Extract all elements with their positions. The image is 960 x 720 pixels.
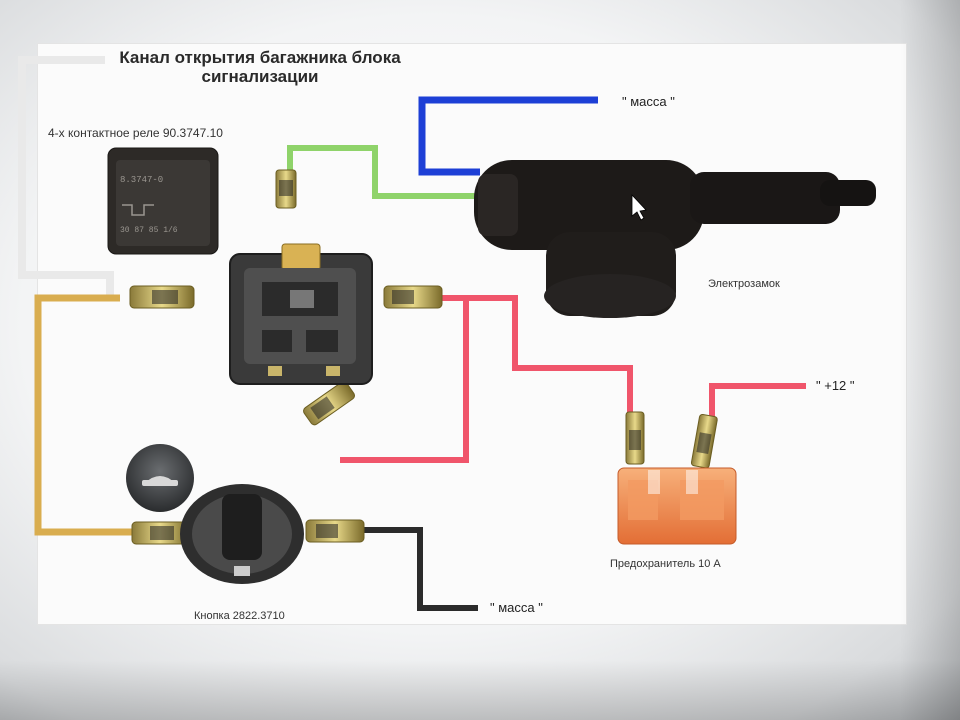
fuse-photo	[617, 467, 737, 545]
screen-edge-shadow-bottom	[0, 660, 960, 720]
fuse-label: Предохранитель 10 А	[610, 558, 721, 570]
button-label: Кнопка 2822.3710	[194, 610, 285, 622]
ground-label-top: " масса "	[622, 94, 675, 109]
diagram-title: Канал открытия багажника блока сигнализа…	[100, 48, 420, 86]
terminal-yellow-top	[129, 285, 195, 309]
terminal-green	[275, 169, 297, 209]
terminal-red-lower	[303, 381, 355, 426]
relay-socket	[229, 243, 373, 385]
diagram-title-line2: сигнализации	[201, 67, 319, 86]
terminal-fuse-left	[625, 411, 645, 465]
screen-edge-shadow-right	[900, 0, 960, 720]
terminal-red-relay	[383, 285, 443, 309]
red-wire-relay-to-fuse	[435, 295, 633, 415]
lock-label: Электрозамок	[708, 278, 780, 290]
terminal-black	[305, 519, 365, 543]
green-wire	[287, 145, 480, 199]
button-cap-photo	[126, 444, 194, 512]
yellow-wire	[34, 294, 140, 536]
red-wire-return	[340, 298, 469, 463]
ground-label-bottom: " масса "	[490, 600, 543, 615]
red-wire-plus12	[709, 383, 806, 420]
svg-text:8.3747-0: 8.3747-0	[120, 175, 163, 185]
svg-text:30 87 85 1/6: 30 87 85 1/6	[120, 226, 178, 235]
black-wire	[360, 527, 478, 611]
button-body-photo	[180, 484, 304, 584]
diagram-title-line1: Канал открытия багажника блока	[119, 48, 401, 67]
white-wire	[18, 56, 114, 300]
relay-photo: 8.3747-0 30 87 85 1/6	[107, 147, 219, 255]
plus12-label: " +12 "	[816, 378, 855, 393]
terminal-yellow-button	[131, 521, 189, 545]
electric-lock-photo	[474, 160, 876, 318]
blue-wire	[418, 96, 598, 176]
relay-label: 4-х контактное реле 90.3747.10	[48, 126, 223, 140]
terminal-fuse-right	[690, 413, 718, 469]
